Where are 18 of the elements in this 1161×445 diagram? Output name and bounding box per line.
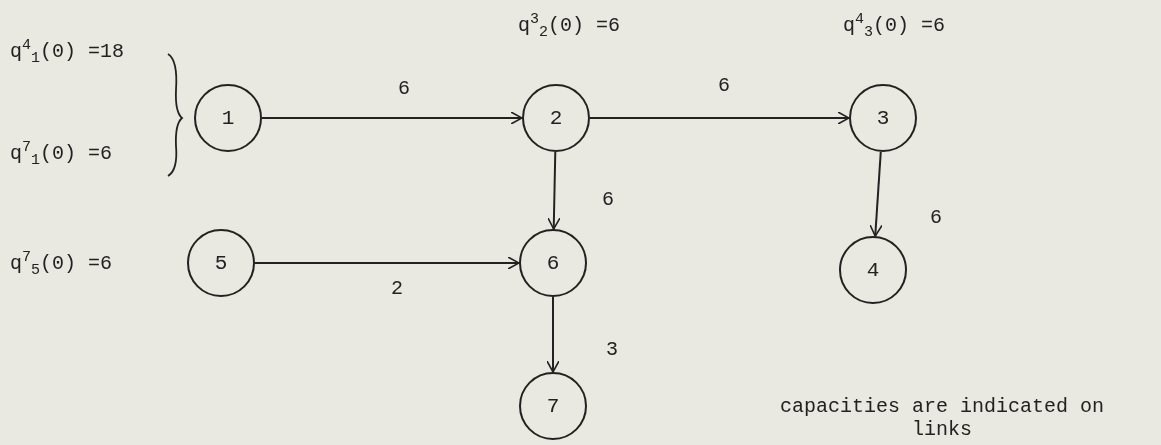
node-circle: 1 bbox=[194, 84, 262, 152]
node-circle: 7 bbox=[519, 372, 587, 440]
arrow bbox=[547, 151, 561, 230]
node-circle: 4 bbox=[839, 236, 907, 304]
note-text: capacities are indicated on links bbox=[778, 395, 1106, 441]
arrow bbox=[261, 111, 523, 125]
node-circle: 2 bbox=[522, 84, 590, 152]
queue-annotation: q$^{4}$$_{1}$(0) =18 bbox=[10, 38, 125, 66]
node-circle: 3 bbox=[849, 84, 917, 152]
queue-annotation: q$^{3}$$_{2}$(0) =6 bbox=[518, 12, 621, 40]
arrow bbox=[254, 256, 520, 270]
queue-annotation: q$^{7}$$_{1}$(0) =6 bbox=[10, 140, 113, 168]
arrow bbox=[546, 296, 560, 373]
node-circle: 6 bbox=[519, 229, 587, 297]
node-circle: 5 bbox=[187, 229, 255, 297]
queue-annotation: q$^{4}$$_{3}$(0) =6 bbox=[843, 12, 946, 40]
arrow bbox=[589, 111, 850, 125]
queue-annotation: q$^{7}$$_{5}$(0) =6 bbox=[10, 250, 113, 278]
